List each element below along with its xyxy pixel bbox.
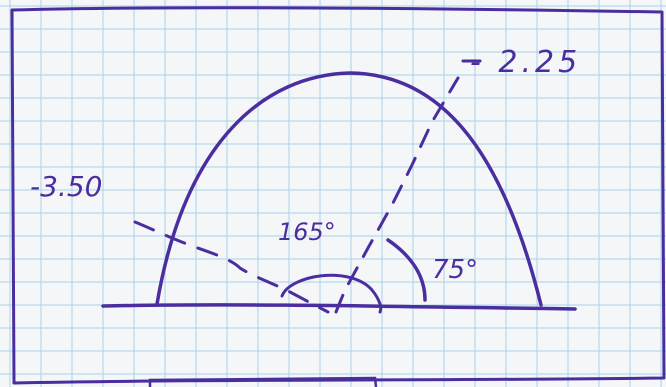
bottom-partial-box — [148, 376, 378, 387]
left-dashed-ray — [133, 220, 330, 314]
arch-curve — [155, 71, 543, 307]
baseline — [101, 303, 577, 311]
large-angle-label: 165° — [278, 218, 336, 246]
left-value-label: -3.50 — [30, 170, 102, 203]
angle-arc-75 — [386, 238, 427, 302]
small-angle-label: 75° — [432, 255, 478, 285]
origin-small-arc — [280, 273, 383, 314]
right-value-label: - 2.25 — [470, 45, 581, 80]
